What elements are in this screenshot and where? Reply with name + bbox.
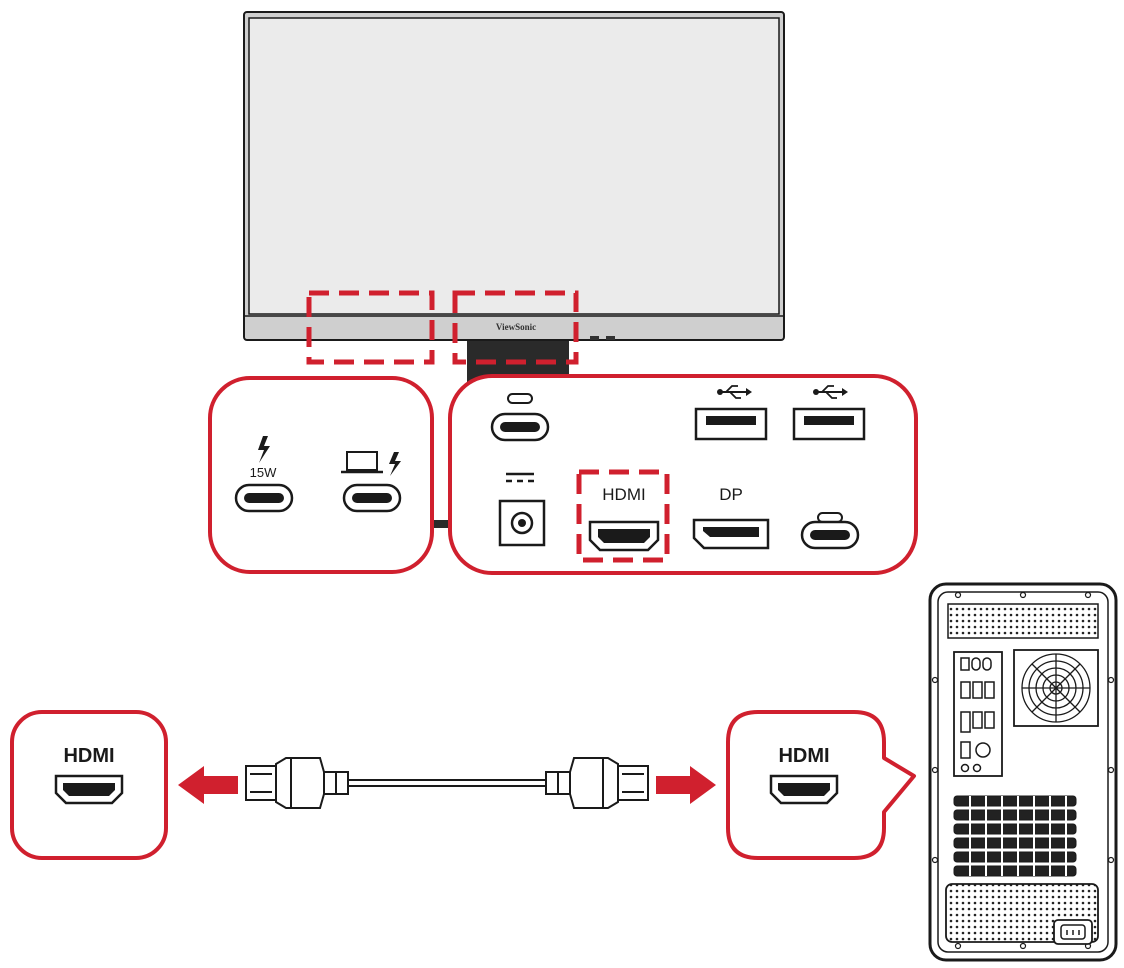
fan-grille-icon (1021, 653, 1091, 723)
usb-c-port-icon (342, 483, 402, 513)
highlight-right-ports (452, 290, 579, 365)
hdmi-port-icon (769, 774, 839, 805)
cable-plug-right (617, 765, 649, 801)
usb-c-port-icon (234, 483, 294, 513)
power-socket-icon (1053, 919, 1093, 945)
power-rating-label: 15W (250, 465, 277, 480)
hdmi-port-icon (54, 774, 124, 805)
monitor-brand-logo: ViewSonic (496, 322, 536, 332)
right-hdmi-callout: HDMI (726, 710, 916, 860)
hdmi-port-label: HDMI (602, 485, 645, 504)
hdmi-cable (245, 757, 649, 809)
arrow-left-icon (178, 766, 238, 804)
hdmi-port-icon (588, 520, 660, 552)
usb-symbol-icon (717, 385, 752, 399)
monitor-screen (248, 17, 780, 315)
cable-plug-left (245, 765, 277, 801)
dc-power-port-icon (498, 499, 546, 547)
left-hdmi-callout: HDMI (10, 710, 168, 860)
monitor: ViewSonic (243, 11, 785, 528)
usb-c-port-icon (800, 520, 860, 550)
dp-port-label: DP (719, 485, 743, 504)
usb-c-symbol-icon (507, 393, 533, 404)
expansion-slots (953, 795, 1077, 877)
left-port-panel: 15W (208, 376, 434, 574)
right-hdmi-label: HDMI (778, 745, 829, 767)
top-vent-grille (947, 603, 1099, 639)
arrow-right-icon (656, 766, 716, 804)
usb-c-port-icon (490, 412, 550, 442)
laptop-charge-icon (341, 451, 401, 476)
displayport-icon (692, 518, 770, 550)
right-port-panel: HDMI DP (448, 374, 918, 575)
highlight-hdmi-port (576, 469, 670, 563)
dc-symbol-icon (506, 472, 534, 483)
highlight-left-ports (306, 290, 435, 365)
lightning-icon (258, 436, 270, 463)
desktop-pc (928, 582, 1118, 962)
left-hdmi-label: HDMI (63, 745, 114, 767)
usb-a-port-icon (694, 407, 768, 441)
usb-symbol-icon (813, 385, 848, 399)
usb-a-port-icon (792, 407, 866, 441)
